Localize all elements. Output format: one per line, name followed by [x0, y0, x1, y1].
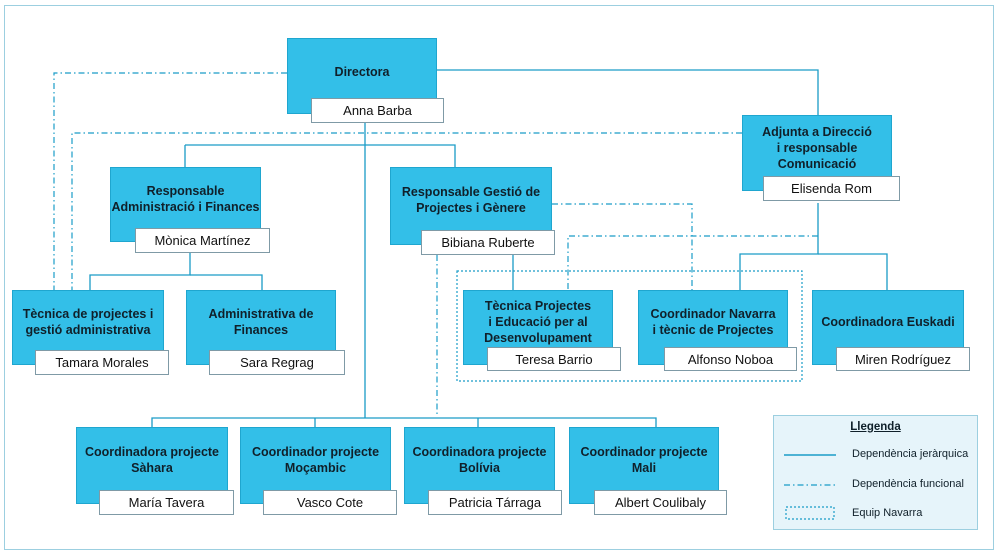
node-name: Albert Coulibaly	[594, 490, 727, 515]
node-role: Coordinador projecte Moçambic	[251, 445, 380, 475]
func-line	[567, 235, 818, 290]
node-role: Coordinadora projecte Bolívia	[412, 445, 547, 475]
node-name: Teresa Barrio	[487, 347, 621, 371]
equip-navarra-box	[456, 270, 803, 382]
node-name: Sara Regrag	[209, 350, 345, 375]
func-line	[71, 132, 742, 290]
node-role: Responsable Gestió de Projectes i Gènere	[401, 185, 541, 215]
node-name: Anna Barba	[311, 98, 444, 123]
node-name: María Tavera	[99, 490, 234, 515]
legend-label: Dependència jeràrquica	[852, 448, 969, 460]
node-role: Adjunta a Direcció i responsable Comunic…	[762, 125, 872, 171]
node-role: Responsable Administració i Finances	[111, 184, 260, 214]
legend-title: Llegenda	[850, 421, 901, 433]
hier-line	[151, 417, 657, 427]
node-role: Coordinador projecte Mali	[580, 445, 708, 475]
node-name: Bibiana Ruberte	[421, 230, 555, 255]
node-role: Administrativa de Finances	[208, 307, 314, 337]
hier-line	[739, 203, 819, 290]
node-name: Patricia Tárraga	[428, 490, 562, 515]
hier-line	[818, 253, 888, 290]
legend-label: Equip Navarra	[852, 507, 923, 519]
node-role: Coordinadora projecte Sàhara	[84, 445, 220, 475]
hier-line	[437, 69, 819, 115]
node-name: Miren Rodríguez	[836, 347, 970, 371]
hier-line	[89, 251, 191, 291]
legend-dotted-box-icon	[785, 506, 835, 520]
node-role: Tècnica Projectes i Educació per al Dese…	[484, 299, 592, 345]
node-role: Coordinador Navarra i tècnic de Projecte…	[650, 307, 776, 337]
node-name: Mònica Martínez	[135, 228, 270, 253]
node-name: Elisenda Rom	[763, 176, 900, 201]
node-name: Vasco Cote	[263, 490, 397, 515]
legend: Llegenda Dependència jeràrquica Dependèn…	[773, 415, 978, 530]
func-line	[53, 72, 287, 290]
node-role: Directora	[334, 65, 390, 79]
node-name: Tamara Morales	[35, 350, 169, 375]
node-name: Alfonso Noboa	[664, 347, 797, 371]
legend-label: Dependència funcional	[852, 478, 964, 490]
node-role: Tècnica de projectes i gestió administra…	[22, 307, 154, 337]
func-line	[552, 203, 693, 290]
chart-frame	[4, 5, 994, 550]
hier-line	[190, 274, 263, 291]
node-role: Coordinadora Euskadi	[821, 315, 955, 329]
legend-swatches	[784, 454, 836, 520]
hier-line	[185, 144, 456, 167]
